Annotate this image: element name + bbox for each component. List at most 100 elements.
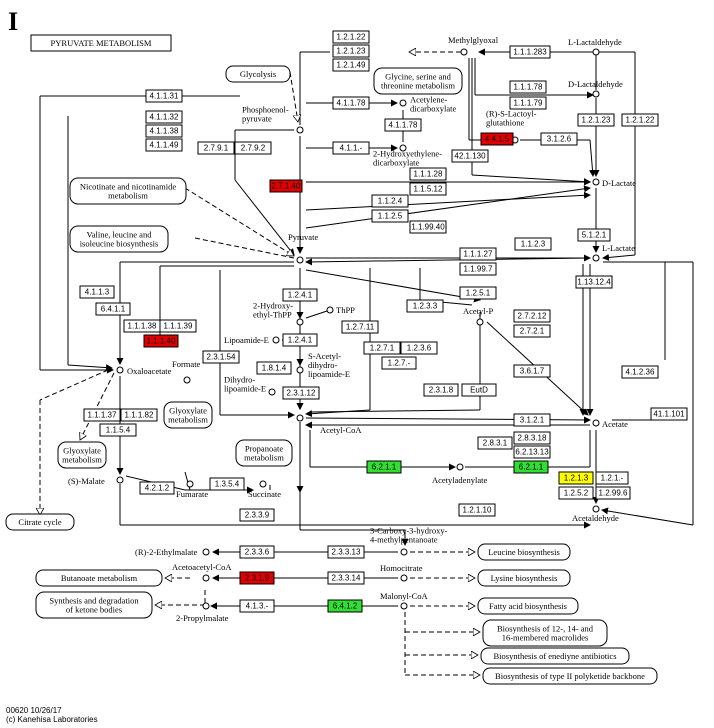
enzyme-box[interactable]: 4.1.1.-: [332, 141, 370, 155]
enzyme-box[interactable]: 1.8.1.4: [256, 361, 292, 375]
enzyme-box[interactable]: 1.1.1.283: [509, 45, 551, 59]
enzyme-box-highlighted[interactable]: 4.4.1.5: [480, 132, 514, 146]
enzyme-box[interactable]: 1.1.1.27: [459, 247, 497, 261]
enzyme-box[interactable]: 1.1.1.82: [120, 408, 158, 422]
enzyme-box[interactable]: 1.2.7.1: [363, 341, 401, 355]
enzyme-box[interactable]: 4.1.1.38: [145, 124, 183, 138]
compound-hydroxyethyl-thpp[interactable]: 2-Hydroxy-ethyl-ThPP: [253, 301, 304, 326]
enzyme-box[interactable]: 1.2.1.10: [458, 503, 496, 517]
enzyme-box[interactable]: 4.1.1.78: [332, 96, 370, 110]
compound-fumarate[interactable]: Fumarate: [176, 480, 208, 499]
enzyme-box[interactable]: 1.2.3.3: [406, 299, 444, 313]
enzyme-box[interactable]: 1.2.3.6: [400, 341, 438, 355]
enzyme-box[interactable]: 4.1.1.49: [145, 138, 183, 152]
enzyme-box[interactable]: 2.7.2.1: [513, 324, 551, 338]
enzyme-box[interactable]: 1.2.1.22: [332, 30, 370, 44]
enzyme-box[interactable]: 4.1.1.78: [384, 118, 422, 132]
enzyme-box[interactable]: 2.3.1.8: [423, 383, 459, 397]
compound-formate[interactable]: Formate: [172, 359, 201, 384]
pathway-polyketide[interactable]: Biosynthesis of type II polyketide backb…: [482, 667, 658, 685]
compound-l-lactate[interactable]: L-Lactate: [592, 243, 635, 262]
enzyme-box[interactable]: 1.1.99.7: [459, 262, 497, 276]
compound-s-malate[interactable]: (S)-Malate: [68, 476, 124, 486]
compound-malonyl-coa[interactable]: Malonyl-CoA: [380, 591, 429, 610]
enzyme-box[interactable]: 2.8.3.18: [513, 431, 551, 445]
compound-s-acetyl-dihydrolipoamide[interactable]: S-Acetyl-dihydro-lipoamide-E: [296, 351, 350, 379]
enzyme-box[interactable]: 4.1.3.-: [239, 599, 275, 613]
compound-r2-ethylmalate[interactable]: (R)-2-Ethylmalate: [135, 547, 210, 557]
enzyme-box[interactable]: 1.2.7.11: [341, 320, 379, 334]
compound-d-lactaldehyde[interactable]: D-Lactaldehyde: [568, 79, 623, 98]
compound-homocitrate[interactable]: Homocitrate: [380, 563, 423, 582]
enzyme-box[interactable]: 1.2.5.2: [558, 486, 594, 500]
enzyme-box[interactable]: 2.7.9.2: [234, 141, 272, 155]
enzyme-box[interactable]: 1.2.1.23: [577, 113, 615, 127]
enzyme-box[interactable]: 2.3.3.13: [327, 545, 365, 559]
compound-acetate[interactable]: Acetate: [592, 419, 628, 429]
compound-methylglyoxal[interactable]: Methylglyoxal: [448, 35, 499, 56]
enzyme-box[interactable]: 1.2.1.49: [332, 58, 370, 72]
compound-lipoamide-e[interactable]: Lipoamide-E: [224, 335, 280, 345]
enzyme-box[interactable]: EutD: [461, 383, 497, 397]
compound-pyruvate[interactable]: Pyruvate: [288, 232, 318, 264]
enzyme-box[interactable]: 1.1.1.79: [509, 96, 547, 110]
enzyme-box-highlighted[interactable]: 2.7.1.40: [269, 179, 303, 193]
enzyme-box[interactable]: 1.13.12.4: [575, 275, 613, 289]
compound-thpp[interactable]: ThPP: [326, 305, 355, 315]
pathway-citrate-cycle[interactable]: Citrate cycle: [5, 513, 75, 531]
enzyme-box[interactable]: 2.7.9.1: [197, 141, 235, 155]
compound-succinate[interactable]: Succinate: [248, 480, 281, 499]
pathway-fatty-acid[interactable]: Fatty acid biosynthesis: [477, 597, 579, 615]
pathway-leucine[interactable]: Leucine biosynthesis: [477, 543, 571, 561]
enzyme-box[interactable]: 1.1.5.12: [409, 182, 447, 196]
enzyme-box[interactable]: 2.3.1.54: [202, 350, 240, 364]
compound-acetyladenylate[interactable]: Acetyladenylate: [432, 463, 487, 485]
compound-phosphoenolpyruvate[interactable]: Phosphoenol-pyruvate: [242, 105, 304, 134]
compound-acetaldehyde[interactable]: Acetaldehyde: [572, 505, 619, 523]
pathway-glycolysis[interactable]: Glycolysis: [225, 65, 291, 83]
enzyme-box[interactable]: 1.3.5.4: [209, 477, 245, 491]
enzyme-box-highlighted[interactable]: 6.4.1.2: [327, 599, 363, 613]
enzyme-box[interactable]: 2.3.1.12: [282, 386, 320, 400]
enzyme-box[interactable]: 5.1.2.1: [577, 228, 611, 242]
enzyme-box[interactable]: 2.8.3.1: [477, 436, 513, 450]
pathway-lysine[interactable]: Lysine biosynthesis: [477, 569, 571, 587]
enzyme-box[interactable]: 42.1.130: [451, 149, 489, 163]
pathway-enediyne[interactable]: Biosynthesis of enediyne antibiotics: [480, 647, 630, 665]
enzyme-box[interactable]: 1.2.1.23: [332, 44, 370, 58]
enzyme-box[interactable]: 2.3.3.9: [239, 508, 275, 522]
enzyme-box-highlighted[interactable]: 6.2.1.1: [366, 460, 402, 474]
enzyme-box[interactable]: 2.3.3.6: [239, 545, 275, 559]
pathway-butanoate[interactable]: Butanoate metabolism: [35, 569, 163, 587]
enzyme-box[interactable]: 6.2.13.13: [513, 445, 551, 459]
enzyme-box[interactable]: 1.2.5.1: [459, 286, 497, 300]
enzyme-box[interactable]: 1.2.4.1: [282, 333, 318, 347]
enzyme-box-highlighted[interactable]: 6.2.1.1: [513, 460, 549, 474]
compound-carboxy-hydroxy-methylpentanoate[interactable]: 3-Carboxy-3-hydroxy-4-methylpentanoate: [370, 526, 448, 556]
compound-oxaloacetate[interactable]: Oxaloacetate: [116, 366, 172, 376]
enzyme-box-highlighted[interactable]: 1.2.1.3: [558, 471, 594, 485]
enzyme-box[interactable]: 1.1.2.3: [514, 237, 552, 251]
compound-l-lactaldehyde[interactable]: L-Lactaldehyde: [568, 37, 622, 56]
enzyme-box[interactable]: 4.1.2.36: [621, 365, 659, 379]
enzyme-box[interactable]: 4.1.1.32: [145, 110, 183, 124]
compound-acetoacetyl-coa[interactable]: Acetoacetyl-CoA: [172, 562, 232, 582]
enzyme-box[interactable]: 41.1.101: [650, 407, 688, 421]
enzyme-box[interactable]: 3.1.2.1: [513, 413, 551, 427]
enzyme-box[interactable]: 2.3.3.14: [327, 571, 365, 585]
enzyme-box[interactable]: 1.1.99.40: [409, 220, 447, 234]
enzyme-box-highlighted[interactable]: 2.3.1.9: [239, 571, 275, 585]
compound-acetylenedicarboxylate[interactable]: Acetylene-dicarboxylate: [399, 95, 456, 114]
enzyme-box[interactable]: 1.1.2.4: [371, 194, 409, 208]
enzyme-box[interactable]: 1.2.1.-: [595, 471, 629, 485]
enzyme-box[interactable]: 2.7.2.12: [513, 309, 551, 323]
enzyme-box[interactable]: 1.2.7.-: [381, 356, 417, 370]
enzyme-box[interactable]: 3.1.2.6: [540, 132, 578, 146]
enzyme-box[interactable]: 1.2.4.1: [282, 288, 318, 302]
enzyme-box[interactable]: 1.1.1.37: [83, 408, 121, 422]
enzyme-box[interactable]: 1.1.1.28: [409, 167, 447, 181]
